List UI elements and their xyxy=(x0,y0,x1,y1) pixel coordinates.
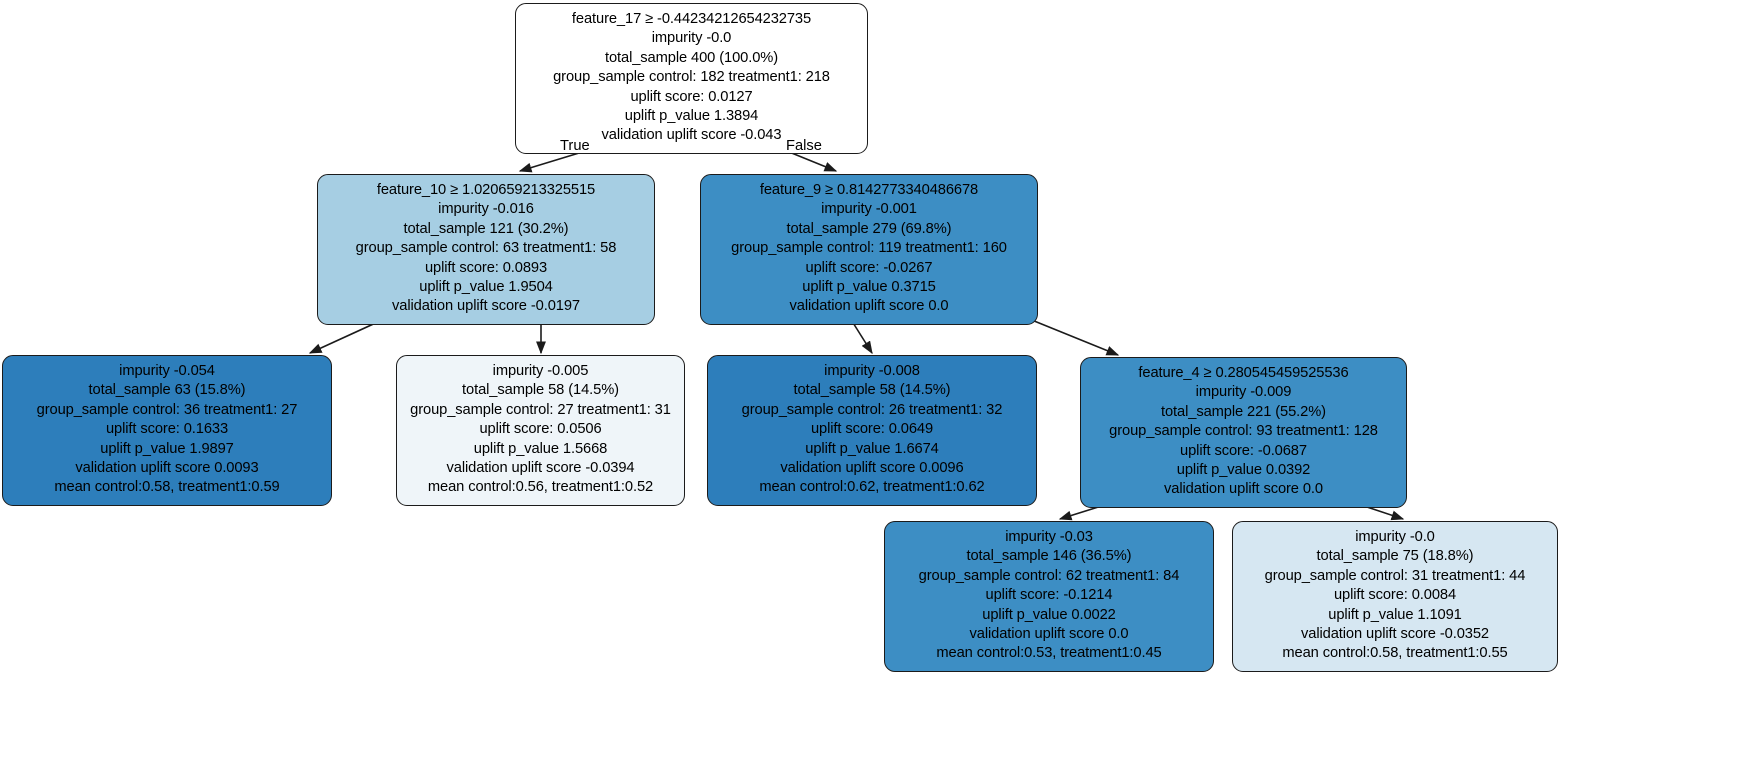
node-text-line: mean control:0.58, treatment1:0.59 xyxy=(54,479,280,496)
node-text-line: uplift score: 0.0084 xyxy=(1333,587,1457,604)
node-text-line: validation uplift score -0.0197 xyxy=(392,298,580,315)
node-text-line: total_sample 58 (14.5%) xyxy=(793,382,951,399)
node-text-line: feature_4 ≥ 0.280545459525536 xyxy=(1138,365,1349,381)
node-text-line: impurity -0.001 xyxy=(821,201,917,218)
node-text-line: uplift p_value 1.1091 xyxy=(1328,606,1462,623)
leaf-node-3[interactable]: impurity -0.008 total_sample 58 (14.5%) gr… xyxy=(707,355,1037,506)
leaf-node-5[interactable]: impurity -0.0 total_sample 75 (18.8%) grou… xyxy=(1232,521,1558,672)
node-text-line: validation uplift score 0.0 xyxy=(789,298,949,315)
node-text-line: group_sample control: 93 treatment1: 128 xyxy=(1109,423,1378,440)
node-text-line: uplift score: -0.0267 xyxy=(805,259,933,276)
node-text-line: total_sample 58 (14.5%) xyxy=(462,382,619,399)
leaf-node-2[interactable]: impurity -0.005 total_sample 58 (14.5%) gr… xyxy=(396,355,685,506)
node-text-line: validation uplift score -0.043 xyxy=(601,127,782,144)
node-text-line: impurity -0.0 xyxy=(1355,529,1435,545)
node-text-line: mean control:0.58, treatment1:0.55 xyxy=(1282,645,1508,662)
node-text-line: uplift score: 0.0649 xyxy=(810,421,934,438)
node-text-line: uplift p_value 0.0392 xyxy=(1176,462,1311,479)
node-text-line: uplift p_value 1.3894 xyxy=(624,108,759,125)
node-text-line: group_sample control: 182 treatment1: 21… xyxy=(553,69,830,86)
node-text-line: impurity -0.005 xyxy=(492,363,589,379)
node-text-line: feature_9 ≥ 0.8142773340486678 xyxy=(759,182,979,198)
node-text-line: impurity -0.0 xyxy=(651,30,732,47)
node-text-line: uplift p_value 1.6674 xyxy=(805,440,939,457)
node-text-line: uplift p_value 0.3715 xyxy=(802,279,936,296)
node-text-line: total_sample 63 (15.8%) xyxy=(88,382,246,399)
node-text-line: uplift p_value 1.9504 xyxy=(419,279,553,296)
node-text-line: impurity -0.03 xyxy=(1005,529,1093,545)
node-text-line: impurity -0.054 xyxy=(119,363,215,379)
node-text-line: impurity -0.008 xyxy=(824,363,920,379)
leaf-node-4[interactable]: impurity -0.03 total_sample 146 (36.5%) gr… xyxy=(884,521,1214,672)
node-text-line: uplift p_value 1.5668 xyxy=(473,440,608,457)
leaf-node-1[interactable]: impurity -0.054 total_sample 63 (15.8%) gr… xyxy=(2,355,332,506)
node-text-line: group_sample control: 36 treatment1: 27 xyxy=(36,401,298,418)
root-node[interactable]: feature_17 ≥ -0.44234212654232735 impurit… xyxy=(515,3,868,154)
node-text-line: total_sample 75 (18.8%) xyxy=(1316,548,1474,565)
node-text-line: validation uplift score 0.0 xyxy=(969,626,1129,643)
node-text-line: feature_17 ≥ -0.44234212654232735 xyxy=(571,11,812,27)
node-text-line: group_sample control: 119 treatment1: 16… xyxy=(731,240,1007,257)
node-text-line: group_sample control: 31 treatment1: 44 xyxy=(1264,567,1526,584)
node-text-line: uplift score: 0.1633 xyxy=(105,421,229,438)
node-text-line: validation uplift score 0.0 xyxy=(1164,481,1323,498)
node-text-line: uplift p_value 0.0022 xyxy=(982,606,1116,623)
node-feature-10[interactable]: feature_10 ≥ 1.020659213325515 impurity -… xyxy=(317,174,655,325)
node-text-line: total_sample 146 (36.5%) xyxy=(966,548,1132,565)
node-text-line: group_sample control: 27 treatment1: 31 xyxy=(410,401,671,418)
node-text-line: validation uplift score 0.0093 xyxy=(75,460,259,477)
node-text-line: total_sample 400 (100.0%) xyxy=(604,49,779,66)
node-text-line: feature_10 ≥ 1.020659213325515 xyxy=(376,182,596,198)
node-text-line: validation uplift score 0.0096 xyxy=(780,460,964,477)
node-feature-9[interactable]: feature_9 ≥ 0.8142773340486678 impurity -… xyxy=(700,174,1038,325)
node-text-line: impurity -0.009 xyxy=(1195,384,1292,401)
node-text-line: total_sample 279 (69.8%) xyxy=(786,220,952,237)
node-text-line: validation uplift score -0.0394 xyxy=(446,460,635,477)
node-text-line: uplift p_value 1.9897 xyxy=(100,440,234,457)
node-text-line: total_sample 221 (55.2%) xyxy=(1161,403,1326,420)
node-text-line: uplift score: -0.0687 xyxy=(1180,442,1307,459)
node-text-line: uplift score: 0.0893 xyxy=(424,259,548,276)
edge-label-false: False xyxy=(786,138,822,154)
node-text-line: impurity -0.016 xyxy=(438,201,534,218)
node-text-line: uplift score: 0.0506 xyxy=(479,421,602,438)
node-text-line: mean control:0.56, treatment1:0.52 xyxy=(427,479,654,496)
node-text-line: group_sample control: 26 treatment1: 32 xyxy=(741,401,1003,418)
node-text-line: mean control:0.53, treatment1:0.45 xyxy=(936,645,1162,662)
node-feature-4[interactable]: feature_4 ≥ 0.280545459525536 impurity -0… xyxy=(1080,357,1407,508)
node-text-line: mean control:0.62, treatment1:0.62 xyxy=(759,479,985,496)
node-text-line: uplift score: 0.0127 xyxy=(630,88,753,105)
node-text-line: group_sample control: 62 treatment1: 84 xyxy=(918,567,1180,584)
node-text-line: total_sample 121 (30.2%) xyxy=(403,220,569,237)
node-text-line: uplift score: -0.1214 xyxy=(985,587,1113,604)
node-text-line: validation uplift score -0.0352 xyxy=(1301,626,1489,643)
node-text-line: group_sample control: 63 treatment1: 58 xyxy=(355,240,617,257)
edge-label-true: True xyxy=(560,138,590,154)
